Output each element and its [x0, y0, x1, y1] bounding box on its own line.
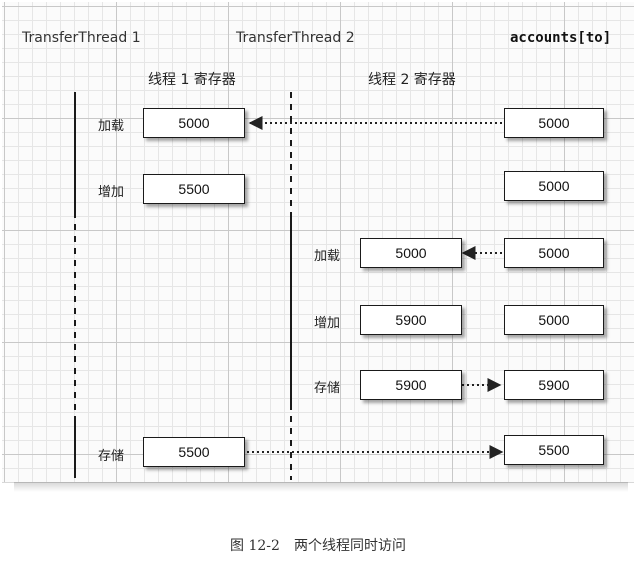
- header-accounts: accounts[to]: [510, 30, 612, 46]
- account-value-5: 5900: [504, 370, 604, 400]
- t1-add-label: 增加: [98, 185, 125, 200]
- t1-load-label: 加载: [98, 119, 125, 134]
- header-thread2: TransferThread 2: [236, 30, 355, 46]
- figure-caption: 图 12-2 两个线程同时访问: [230, 538, 406, 554]
- t2-add-label: 增加: [314, 316, 341, 331]
- header-thread1: TransferThread 1: [22, 30, 141, 46]
- thread2-register-header: 线程 2 寄存器: [368, 72, 456, 88]
- t1-load-register: 5000: [143, 108, 245, 138]
- t1-store-label: 存储: [98, 449, 125, 464]
- t2-store-label: 存储: [314, 381, 341, 396]
- account-value-2: 5000: [504, 171, 604, 201]
- account-value-4: 5000: [504, 305, 604, 335]
- thread1-register-header: 线程 1 寄存器: [148, 72, 236, 88]
- t2-load-label: 加载: [314, 249, 341, 264]
- t2-load-register: 5000: [360, 238, 462, 268]
- account-value-6: 5500: [504, 435, 604, 465]
- account-value-3: 5000: [504, 238, 604, 268]
- t2-store-register: 5900: [360, 370, 462, 400]
- t2-add-register: 5900: [360, 305, 462, 335]
- t1-store-register: 5500: [143, 437, 245, 467]
- grid-shadow: [14, 482, 628, 492]
- account-value-1: 5000: [504, 108, 604, 138]
- t1-add-register: 5500: [143, 174, 245, 204]
